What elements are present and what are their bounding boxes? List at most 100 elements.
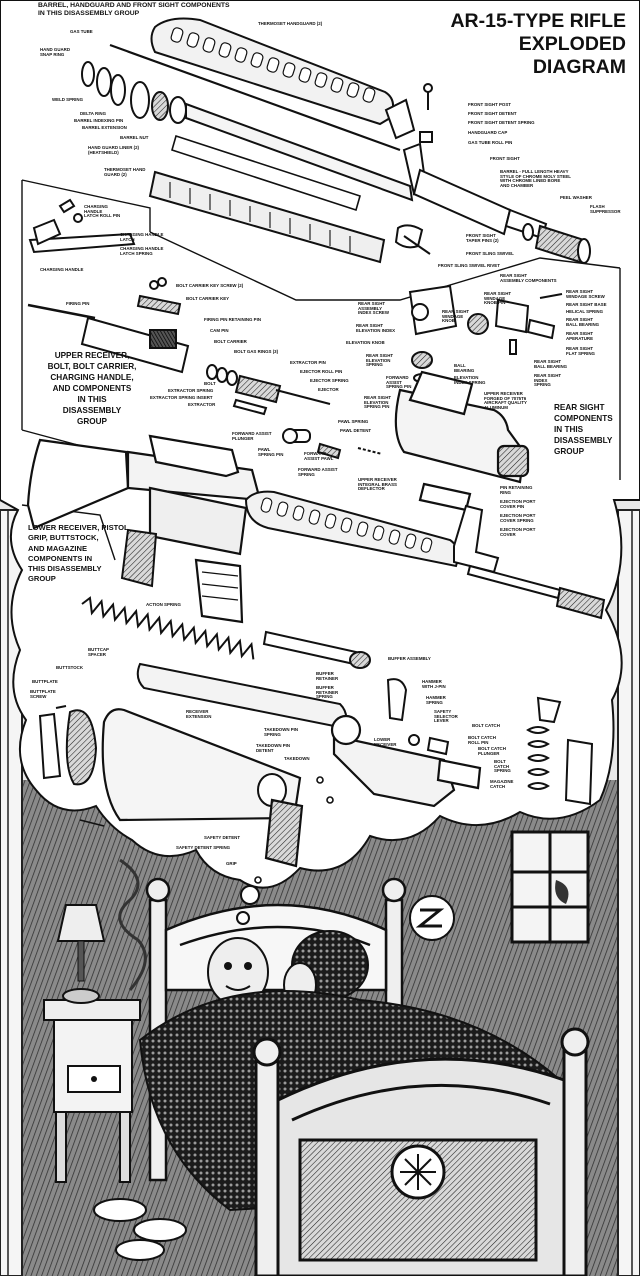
label-line: (HEATSHIELD)	[88, 149, 119, 155]
label-thermoset-hand-guard: THERMOSET HAND GUARD (2)	[104, 167, 145, 177]
label-front-sight-detent-spring: FRONT SIGHT DETENT SPRING	[468, 120, 535, 125]
label-line: BOLT CATCH	[478, 746, 506, 751]
label-line: SCREW	[30, 693, 47, 699]
label-forward-assist-plunger: FORWARD ASSIST PLUNGER	[232, 431, 272, 441]
window	[510, 830, 590, 944]
label-line: SPRING PIN	[364, 404, 390, 410]
label-line: BUTTPLATE	[30, 689, 56, 694]
title-line-3: DIAGRAM	[532, 55, 626, 78]
label-gas-tube-roll-pin: GAS TUBE ROLL PIN	[468, 140, 513, 145]
label-line: RETAINER	[316, 689, 339, 695]
label-line: UPPER RECEIVER	[358, 477, 397, 482]
label-line: EJECTION PORT	[500, 499, 536, 504]
label-line: EXTENSION	[186, 713, 212, 719]
label-line: SAFETY	[434, 709, 452, 714]
label-line: TAKEDOWN PIN	[264, 727, 299, 732]
label-line: ELEVATION INDEX	[356, 327, 396, 333]
label-takedown: TAKEDOWN	[284, 756, 310, 761]
label-barrel-description: BARREL - FULL LENGTH HEAVY STYLE OF CHRO…	[500, 169, 571, 189]
label-forward-assist-spring-pin: FORWARD ASSIST SPRING PIN	[386, 375, 412, 390]
label-line: WINDAGE	[484, 295, 506, 301]
label-line: FLAT SPRING	[566, 350, 595, 356]
label-line: KNOB	[442, 318, 455, 324]
label-line: COVER SPRING	[500, 517, 534, 523]
label-peel-washer: PEEL WASHER	[560, 195, 592, 200]
label-line: AND CHAMBER	[500, 182, 534, 188]
label-line: ASSEMBLY	[358, 305, 382, 311]
label-line: REAR SIGHT	[566, 317, 594, 322]
label-line: REAR SIGHT	[534, 373, 562, 378]
label-buffer-retainer-spring: BUFFER RETAINER SPRING	[316, 685, 339, 700]
label-bolt-catch: BOLT CATCH	[472, 723, 500, 728]
label-line: REAR SIGHT	[366, 353, 394, 358]
label-rear-sight-base: REAR SIGHT BASE	[566, 302, 607, 307]
label-charging-handle-latch-spring: CHARGING HANDLE LATCH SPRING	[120, 246, 163, 256]
label-buttstock: BUTTSTOCK	[56, 665, 83, 670]
label-front-sight-post: FRONT SIGHT POST	[468, 102, 511, 107]
label-grip: GRIP	[226, 861, 237, 866]
label-line: INDEX	[534, 377, 548, 383]
handguard-liner	[171, 134, 361, 212]
title-line-2: EXPLODED	[518, 32, 626, 55]
label-forward-assist-spring: FORWARD ASSIST SPRING	[298, 467, 338, 477]
label-buttplate: BUTTPLATE	[32, 679, 58, 684]
label-line: ROLL PIN	[468, 739, 489, 745]
slippers	[93, 1198, 187, 1261]
group-caption-upper-line: UPPER RECEIVER,	[54, 351, 130, 360]
label-flash-suppressor: FLASH SUPPRESSOR	[590, 204, 621, 214]
gas-tube	[109, 43, 401, 152]
label-firing-pin: FIRING PIN	[66, 301, 90, 306]
label-delta-ring: DELTA RING	[80, 111, 107, 116]
label-line: COVER PIN	[500, 503, 525, 509]
label-line: STYLE OF CHROME MOLY STEEL	[500, 173, 571, 179]
rifle-carry-handle	[148, 434, 240, 478]
label-rear-sight-assembly-components: REAR SIGHT ASSEMBLY COMPONENTS	[500, 273, 557, 283]
label-line: SPRING PIN	[258, 451, 284, 457]
label-barrel-indexing-pin: BARREL INDEXING PIN	[74, 118, 124, 123]
label-line: FLASH	[590, 204, 605, 209]
label-line: WITH CHROME LINED BORE	[500, 178, 561, 184]
hammer	[386, 678, 450, 756]
label-line: BARREL - FULL LENGTH HEAVY	[500, 169, 569, 174]
label-line: PLUNGER	[478, 750, 500, 756]
label-line: BALL BEARING	[534, 363, 568, 369]
label-bolt: BOLT	[204, 381, 216, 386]
group-caption-rear-sight-line: REAR SIGHT	[554, 403, 605, 412]
label-front-sight: FRONT SIGHT	[490, 156, 520, 161]
label-buttplate-screw: BUTTPLATE SCREW	[30, 689, 56, 699]
label-buttcap-spacer: BUTTCAP SPACER	[88, 647, 109, 657]
label-line: SUPPRESSOR	[590, 208, 621, 214]
group-caption-rear-sight-line: IN THIS	[554, 425, 584, 435]
label-ejection-port-cover-spring: EJECTION PORT COVER SPRING	[500, 513, 535, 523]
label-line: REAR SIGHT	[566, 331, 594, 336]
label-line: REAR SIGHT	[566, 289, 594, 294]
group-caption-lower-line: and MAGAZINE	[28, 543, 88, 553]
label-line: COVER	[500, 531, 516, 537]
label-line: INTEGRAL BRASS	[358, 481, 397, 487]
label-barrel-nut: BARREL NUT	[120, 135, 149, 140]
group-caption-lower-line: GROUP	[28, 574, 56, 584]
label-line: LEVER	[434, 718, 449, 724]
label-line: ELEVATION	[364, 399, 389, 405]
label-line: LOWER	[374, 737, 391, 742]
label-line: DETENT	[256, 747, 274, 753]
label-rear-sight-elevation-spring: REAR SIGHT ELEVATION SPRING	[366, 353, 394, 368]
label-line: PAWL	[258, 447, 271, 452]
bolt-catch	[526, 696, 594, 806]
label-line: BUFFER	[316, 671, 334, 676]
label-line: ASSIST PAWL	[304, 455, 334, 461]
label-line: HANDLE	[84, 208, 103, 214]
label-charging-handle-latch: CHARGING HANDLE LATCH	[120, 232, 163, 242]
label-line: SPRING PIN	[386, 384, 412, 390]
label-extractor-spring-insert: EXTRACTOR SPRING INSERT	[150, 395, 213, 400]
label-line: RECEIVER	[186, 709, 209, 714]
label-hammer-spring: HAMMER SPRING	[426, 695, 446, 705]
label-line: LATCH SPRING	[120, 250, 153, 256]
label-line: ELEVATION	[454, 375, 479, 380]
firing-pin	[27, 303, 96, 320]
rifle-buttstock	[26, 438, 130, 530]
label-line: TAKEDOWN PIN	[256, 743, 291, 748]
upper-receiver	[394, 370, 530, 512]
group-caption-upper-line: and COMPONENTS	[52, 384, 132, 394]
label-line: EJECTION PORT	[500, 527, 536, 532]
